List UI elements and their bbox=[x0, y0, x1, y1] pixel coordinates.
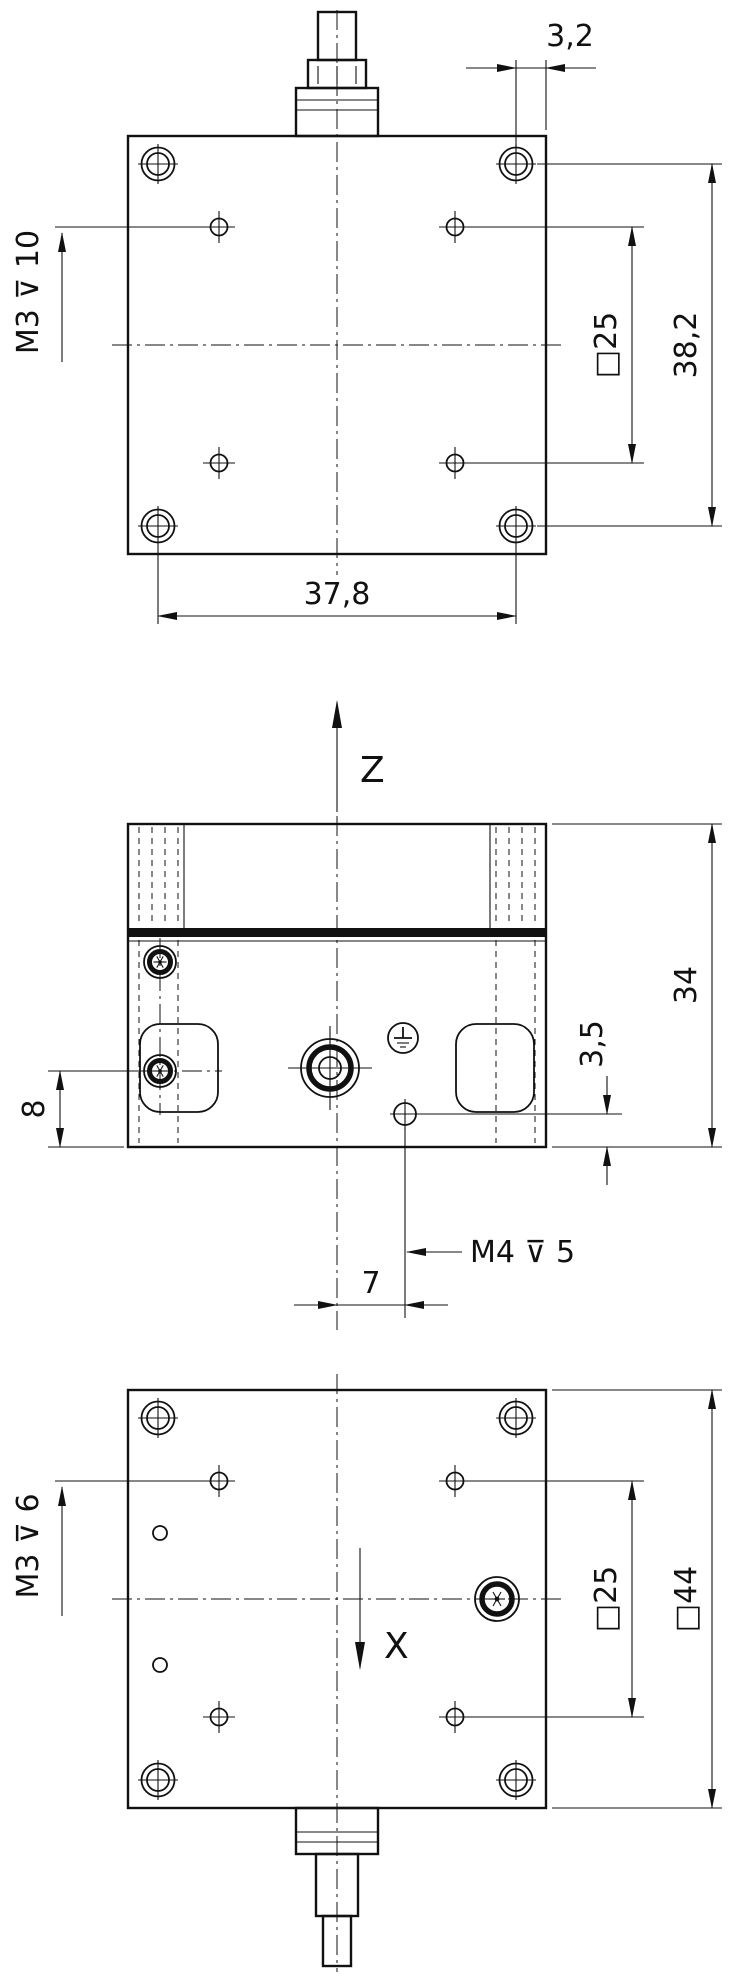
dimension-hole-square-bottom: □25 bbox=[468, 1480, 644, 1718]
mounting-hole bbox=[438, 210, 472, 244]
corner-screw bbox=[495, 1397, 537, 1439]
thread-label-m3x10: M3 ⊽ 10 bbox=[11, 230, 46, 354]
dim-label-37-8: 37,8 bbox=[304, 577, 371, 612]
callout-thread-m3x10: M3 ⊽ 10 bbox=[11, 226, 210, 362]
bottom-view: X M3 ⊽ 6 □25 □44 bbox=[11, 1374, 722, 1972]
callout-thread-m3x6: M3 ⊽ 6 bbox=[11, 1480, 210, 1616]
dimension-hole-square-top: □25 bbox=[468, 226, 644, 464]
thread-label-m4x5: M4 ⊽ 5 bbox=[470, 1235, 575, 1270]
m4-screw-hole bbox=[390, 1099, 420, 1129]
mounting-hole bbox=[438, 1700, 472, 1734]
dim-label-3-5: 3,5 bbox=[575, 1020, 610, 1068]
dim-label-square44: □44 bbox=[669, 1566, 704, 1633]
relief-pocket-right bbox=[455, 1023, 535, 1113]
x-axis-arrow: X bbox=[355, 1548, 409, 1670]
top-view: 3,2 38,2 □25 M3 ⊽ 10 37,8 bbox=[11, 10, 722, 624]
dimension-center-offset-7: 7 bbox=[294, 1266, 448, 1309]
dim-label-38-2: 38,2 bbox=[669, 312, 704, 379]
corner-screw bbox=[137, 505, 179, 547]
corner-screw bbox=[495, 505, 537, 547]
z-axis-arrow: Z bbox=[332, 700, 385, 812]
axis-label-z: Z bbox=[360, 750, 385, 791]
mounting-hole bbox=[202, 1700, 236, 1734]
front-connector bbox=[288, 1026, 372, 1110]
mounting-hole bbox=[438, 1464, 472, 1498]
connector-plug-bottom bbox=[294, 1806, 380, 1968]
mounting-hole bbox=[438, 446, 472, 480]
axis-label-x: X bbox=[384, 1626, 409, 1667]
dimension-offset-3-5: 3,5 bbox=[420, 1020, 622, 1185]
corner-screw bbox=[137, 1759, 179, 1801]
dim-label-square25-top: □25 bbox=[589, 312, 624, 379]
dim-label-7: 7 bbox=[361, 1266, 380, 1301]
slide-guide-right bbox=[489, 824, 536, 1143]
callout-thread-m4x5: M4 ⊽ 5 bbox=[404, 1128, 575, 1318]
corner-screw bbox=[495, 1759, 537, 1801]
relief-pocket-left bbox=[139, 1023, 219, 1113]
dimension-height-34: 34 bbox=[552, 823, 722, 1148]
dim-label-8: 8 bbox=[17, 1099, 52, 1118]
corner-screw bbox=[137, 1397, 179, 1439]
ground-symbol bbox=[387, 1022, 419, 1054]
torx-screw bbox=[144, 946, 176, 978]
pin-hole bbox=[152, 1657, 168, 1673]
thread-label-m3x6: M3 ⊽ 6 bbox=[11, 1493, 46, 1598]
pin-hole bbox=[152, 1525, 168, 1541]
slide-guide-left bbox=[138, 824, 185, 1143]
torx-screw bbox=[144, 1055, 176, 1087]
corner-screw bbox=[137, 143, 179, 185]
dimension-screw-span-horizontal: 37,8 bbox=[157, 546, 517, 624]
dim-label-square25-bottom: □25 bbox=[589, 1566, 624, 1633]
side-view: Z bbox=[17, 700, 722, 1330]
dimension-edge-offset: 3,2 bbox=[466, 19, 596, 150]
dim-label-34: 34 bbox=[669, 966, 704, 1004]
mounting-hole bbox=[202, 446, 236, 480]
dimension-screw-height-8: 8 bbox=[17, 1070, 148, 1148]
dimension-screw-span-vertical: 38,2 bbox=[537, 163, 722, 527]
dim-label-3-2: 3,2 bbox=[546, 19, 594, 54]
dimension-body-square-44: □44 bbox=[552, 1389, 722, 1809]
